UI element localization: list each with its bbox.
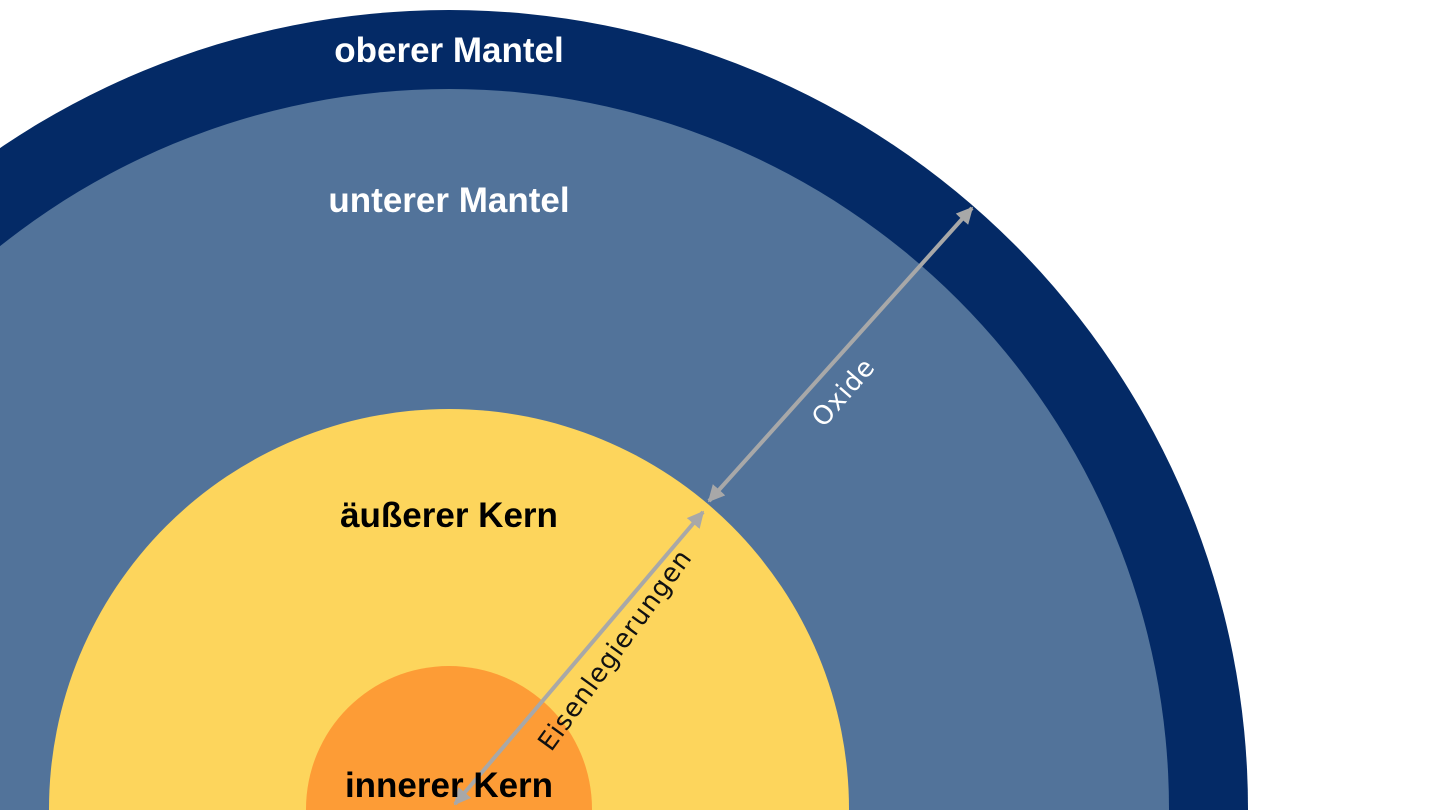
core-radius-arrow — [453, 510, 705, 806]
upper-mantle-label: oberer Mantel — [334, 31, 564, 70]
lower-mantle-label: unterer Mantel — [328, 181, 569, 220]
mantle-thickness-arrow — [707, 206, 974, 503]
outer-core-label: äußerer Kern — [340, 496, 558, 535]
inner-core-label: innerer Kern — [345, 766, 553, 805]
